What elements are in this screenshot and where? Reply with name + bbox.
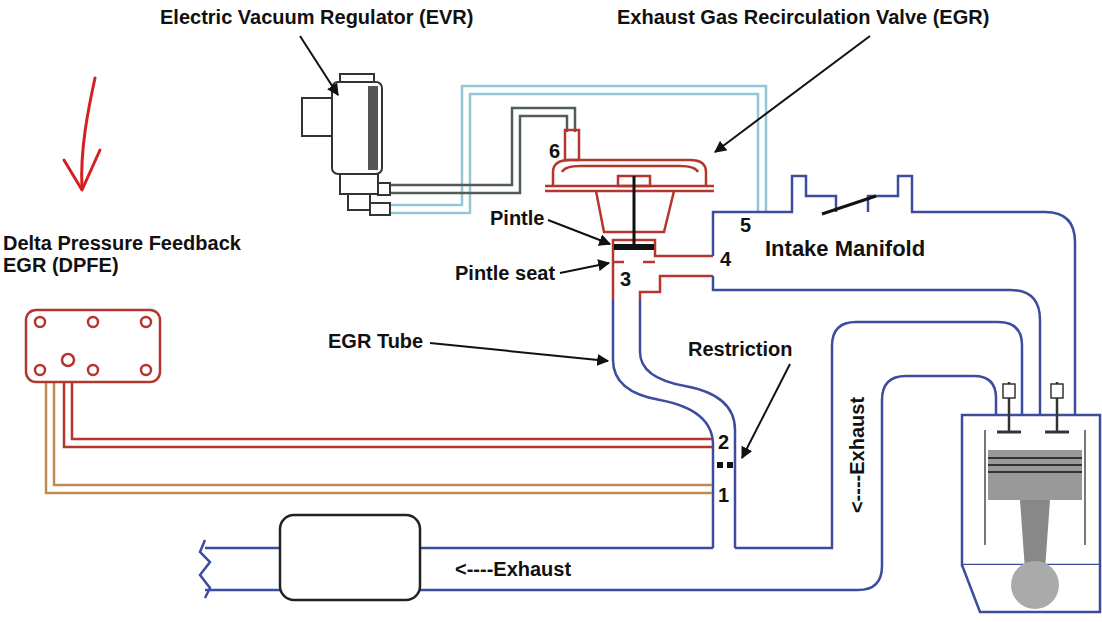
dpfe-sensor	[26, 310, 160, 382]
muffler	[280, 515, 420, 600]
callout-number: 2	[718, 431, 729, 453]
part-label: Pintle	[490, 207, 544, 229]
callout-number: 1	[718, 484, 729, 506]
vacuum-line	[390, 86, 766, 213]
restriction-mark	[727, 462, 733, 468]
egr-valve	[545, 130, 714, 300]
callout-number: 5	[740, 214, 751, 236]
flow-label: <----Exhaust	[846, 397, 868, 513]
part-label: Pintle seat	[455, 262, 555, 284]
throttle-plate	[822, 196, 876, 214]
component-label: Intake Manifold	[765, 237, 925, 261]
sensor-hose	[46, 382, 712, 493]
restriction-mark	[717, 462, 723, 468]
valve-stem	[633, 176, 636, 246]
flow-label: <----Exhaust	[455, 558, 571, 580]
component-label: Delta Pressure Feedback EGR (DPFE)	[3, 232, 263, 276]
evr-solenoid	[302, 74, 390, 215]
part-label: Restriction	[688, 338, 792, 360]
component-label: Exhaust Gas Recirculation Valve (EGR)	[617, 6, 989, 28]
sensor-hose	[64, 382, 712, 447]
component-label: Electric Vacuum Regulator (EVR)	[160, 6, 473, 28]
pintle	[614, 244, 654, 250]
control-line	[390, 108, 575, 193]
hand-arrow-head	[64, 150, 100, 190]
hand-arrow	[82, 78, 95, 188]
callout-number: 6	[549, 140, 560, 162]
callout-number: 3	[620, 268, 631, 290]
callout-number: 4	[720, 248, 731, 270]
part-label: EGR Tube	[328, 330, 423, 352]
engine	[962, 382, 1100, 612]
